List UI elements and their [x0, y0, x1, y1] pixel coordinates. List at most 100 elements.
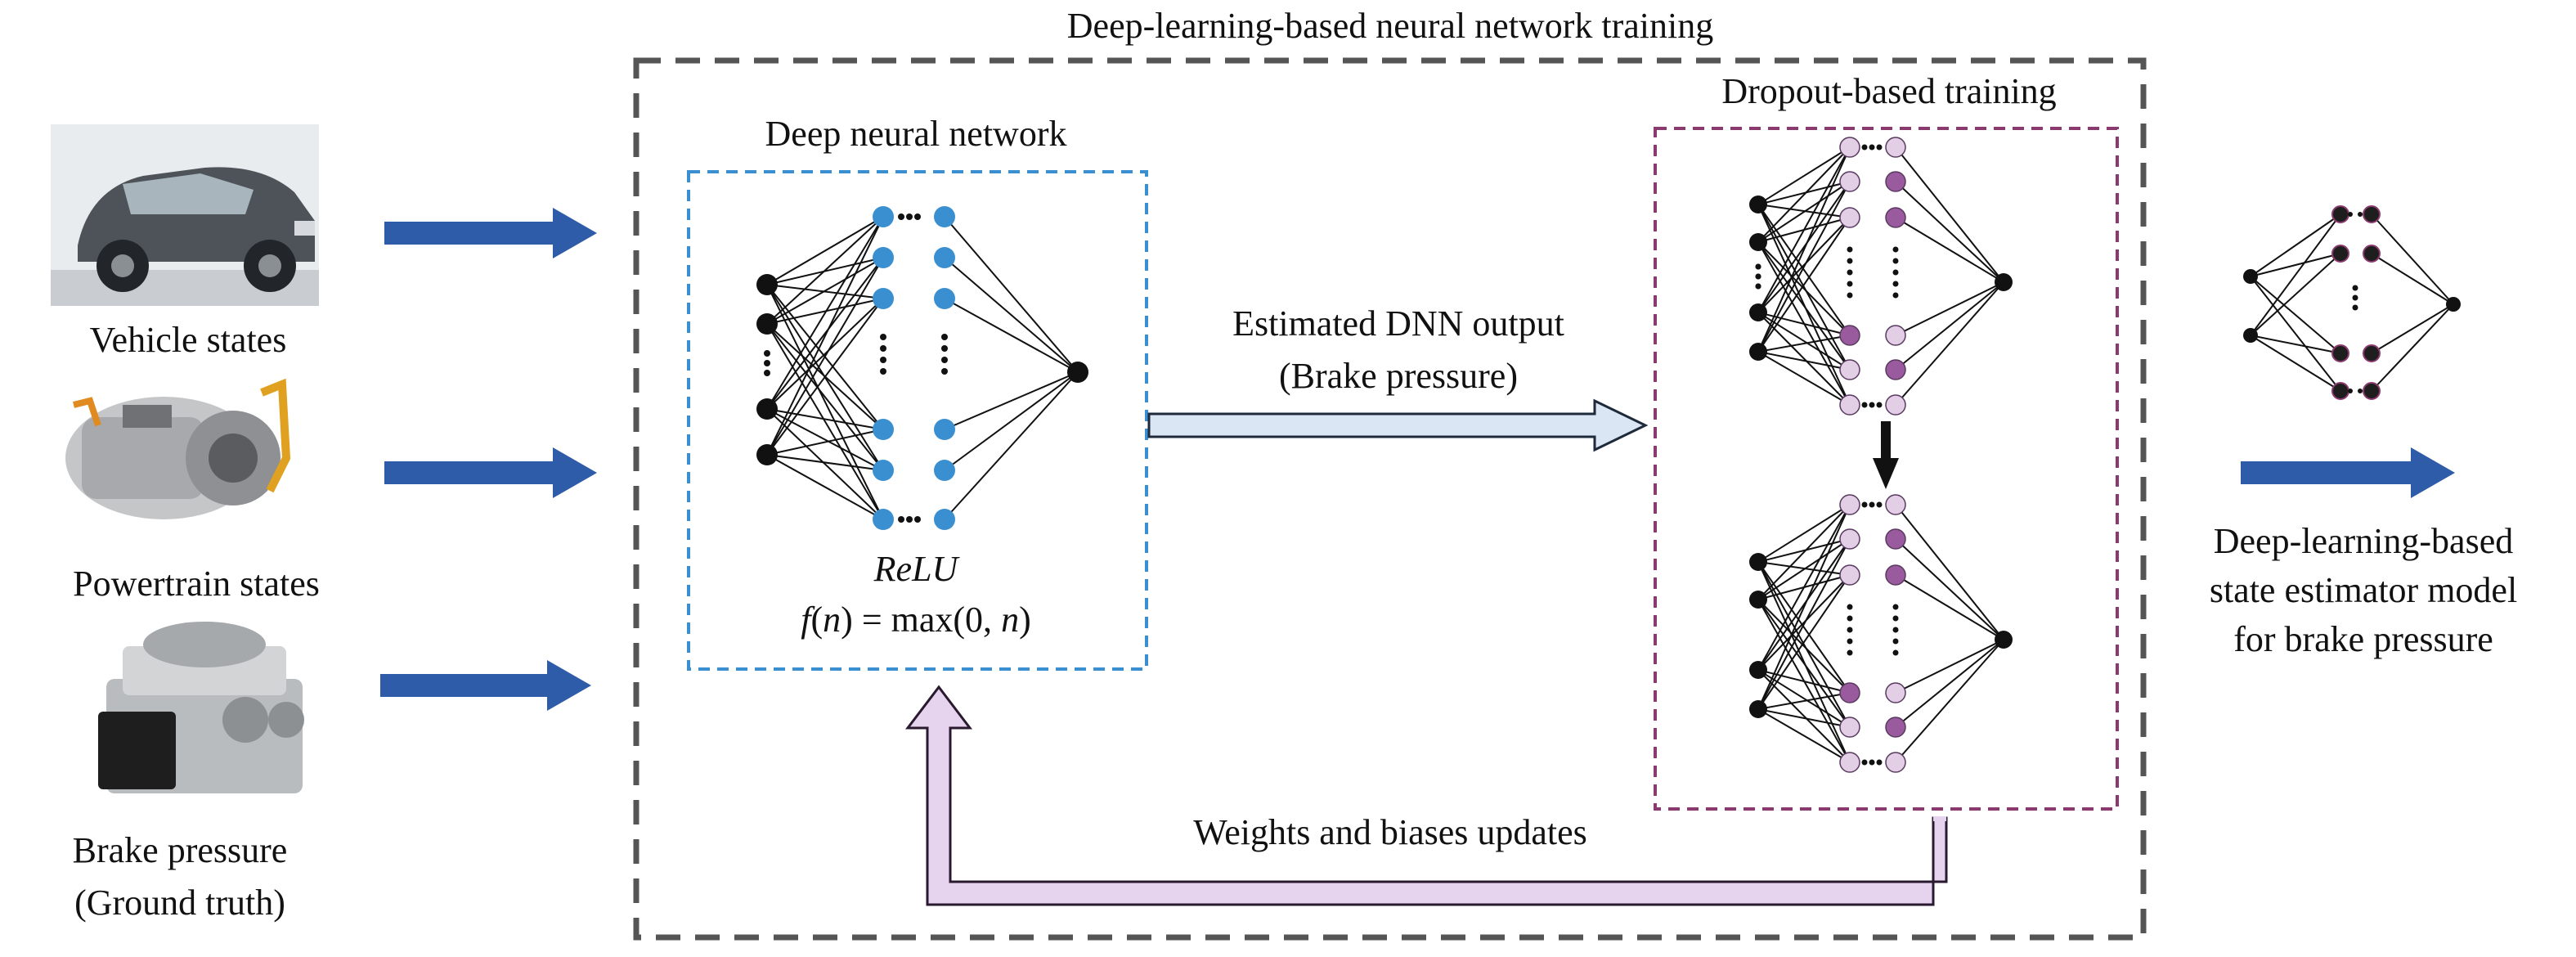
input-arrow-powertrain	[384, 447, 597, 498]
connection-line	[1895, 146, 2004, 283]
connection-line	[944, 371, 1079, 520]
input-node	[756, 313, 778, 335]
diagram-title: Deep-learning-based neural network train…	[1066, 6, 1714, 46]
connection-line	[2250, 335, 2341, 354]
ellipsis-dot	[1892, 281, 1899, 287]
ellipsis-dot	[1892, 258, 1899, 264]
ellipsis-dot	[1892, 615, 1899, 622]
connection-line	[1895, 639, 2004, 763]
ellipsis-dot	[1892, 269, 1899, 276]
input-arrow-brake	[380, 660, 591, 711]
dnn-box	[687, 170, 1148, 671]
ellipsis-dot	[1861, 501, 1868, 508]
hidden-node	[934, 419, 955, 440]
brake-label-line1: Brake pressure	[72, 830, 288, 870]
connection-line	[944, 216, 1079, 373]
hidden-node	[2331, 382, 2349, 400]
ellipsis-dot	[880, 368, 886, 375]
ellipsis-dot	[1861, 144, 1868, 151]
ellipsis-dot	[2352, 285, 2358, 291]
connection-line	[1757, 599, 1851, 728]
activation-formula: f(n) = max(0, n)	[801, 600, 1031, 640]
connection-line	[1757, 669, 1851, 763]
connection-line	[1757, 538, 1851, 671]
hidden-node	[934, 288, 955, 309]
connection-line	[766, 257, 884, 456]
connection-line	[766, 323, 884, 520]
connection-line	[1757, 351, 1851, 406]
estimated-output-line2: (Brake pressure)	[1279, 356, 1518, 396]
ellipsis-dot	[898, 516, 904, 523]
ellipsis-dot	[1847, 258, 1853, 264]
input-node	[756, 398, 778, 420]
connection-line	[2250, 276, 2341, 392]
connection-line	[1895, 181, 2004, 283]
ellipsis-dot	[1876, 759, 1883, 766]
ellipsis-dot	[1892, 246, 1899, 253]
connection-line	[1757, 181, 1851, 313]
connection-line	[1757, 574, 1851, 710]
ellipsis-dot	[764, 350, 770, 357]
active-node	[1885, 207, 1906, 228]
ellipsis-dot	[1876, 402, 1883, 408]
connection-line	[2371, 303, 2454, 392]
connection-line	[2250, 213, 2341, 277]
connection-line	[1757, 241, 1851, 336]
ellipsis-dot	[2352, 294, 2358, 301]
connection-line	[1757, 708, 1851, 763]
ellipsis-dot	[1755, 283, 1761, 290]
connection-line	[766, 216, 884, 410]
connection-line	[766, 454, 884, 471]
ellipsis-dot	[1869, 144, 1875, 151]
input-node	[1749, 233, 1767, 251]
active-node	[1885, 171, 1906, 192]
result-line3: for brake pressure	[2233, 619, 2493, 659]
hidden-node	[934, 206, 955, 227]
dropped-node	[1885, 394, 1906, 416]
output-node	[1995, 273, 2013, 291]
hidden-node	[2363, 205, 2381, 223]
hidden-node	[934, 460, 955, 481]
dropout-title: Dropout-based training	[1721, 71, 2057, 111]
input-node	[1749, 303, 1767, 321]
formula-n2: n	[1001, 600, 1020, 640]
connection-line	[1757, 181, 1851, 243]
ellipsis-dot	[1847, 604, 1853, 610]
connection-line	[766, 429, 884, 456]
connection-line	[1895, 217, 2004, 283]
ellipsis-dot	[2358, 389, 2363, 393]
result-line1: Deep-learning-based	[2213, 521, 2514, 561]
ellipsis-dot	[1755, 263, 1761, 270]
ellipsis-dot	[941, 345, 948, 352]
input-node	[756, 274, 778, 295]
connection-line	[1757, 708, 1851, 728]
hidden-node	[2331, 205, 2349, 223]
ellipsis-dot	[2352, 304, 2358, 311]
ellipsis-dot	[1847, 246, 1853, 253]
hidden-node	[873, 206, 894, 227]
ellipsis-dot	[1892, 627, 1899, 633]
connection-line	[1895, 281, 2004, 406]
connection-line	[1895, 538, 2004, 640]
connection-line	[766, 257, 884, 325]
ellipsis-dot	[1847, 269, 1853, 276]
hidden-node	[873, 509, 894, 530]
ellipsis-dot	[1755, 273, 1761, 280]
dropped-node	[1839, 171, 1860, 192]
connection-line	[2250, 276, 2341, 354]
input-node	[756, 444, 778, 465]
active-node	[1839, 325, 1860, 346]
output-arrow-result	[2241, 447, 2455, 498]
connection-line	[1757, 312, 1851, 406]
connection-line	[766, 408, 884, 430]
connection-line	[1895, 574, 2004, 640]
ellipsis-dot	[1892, 638, 1899, 645]
connection-line	[1757, 241, 1851, 371]
feedback-arrow	[904, 685, 1948, 906]
hidden-node	[873, 247, 894, 268]
connection-line	[944, 298, 1079, 373]
input-node	[1749, 553, 1767, 571]
brake-label-line2: (Ground truth)	[74, 883, 285, 923]
hidden-node	[873, 419, 894, 440]
